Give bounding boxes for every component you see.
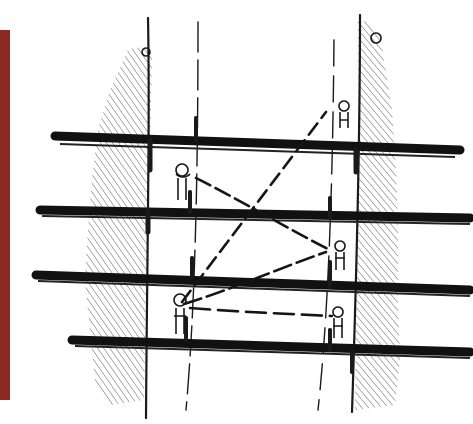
left-edge-strip xyxy=(0,30,10,400)
left-wall-hatch xyxy=(85,48,152,405)
person-right-level-3 xyxy=(335,241,345,270)
sight-line-horizontal xyxy=(190,308,332,316)
person-upper-right xyxy=(339,101,349,128)
person-right-level-4 xyxy=(333,307,343,338)
person-left-level-2 xyxy=(176,164,190,200)
